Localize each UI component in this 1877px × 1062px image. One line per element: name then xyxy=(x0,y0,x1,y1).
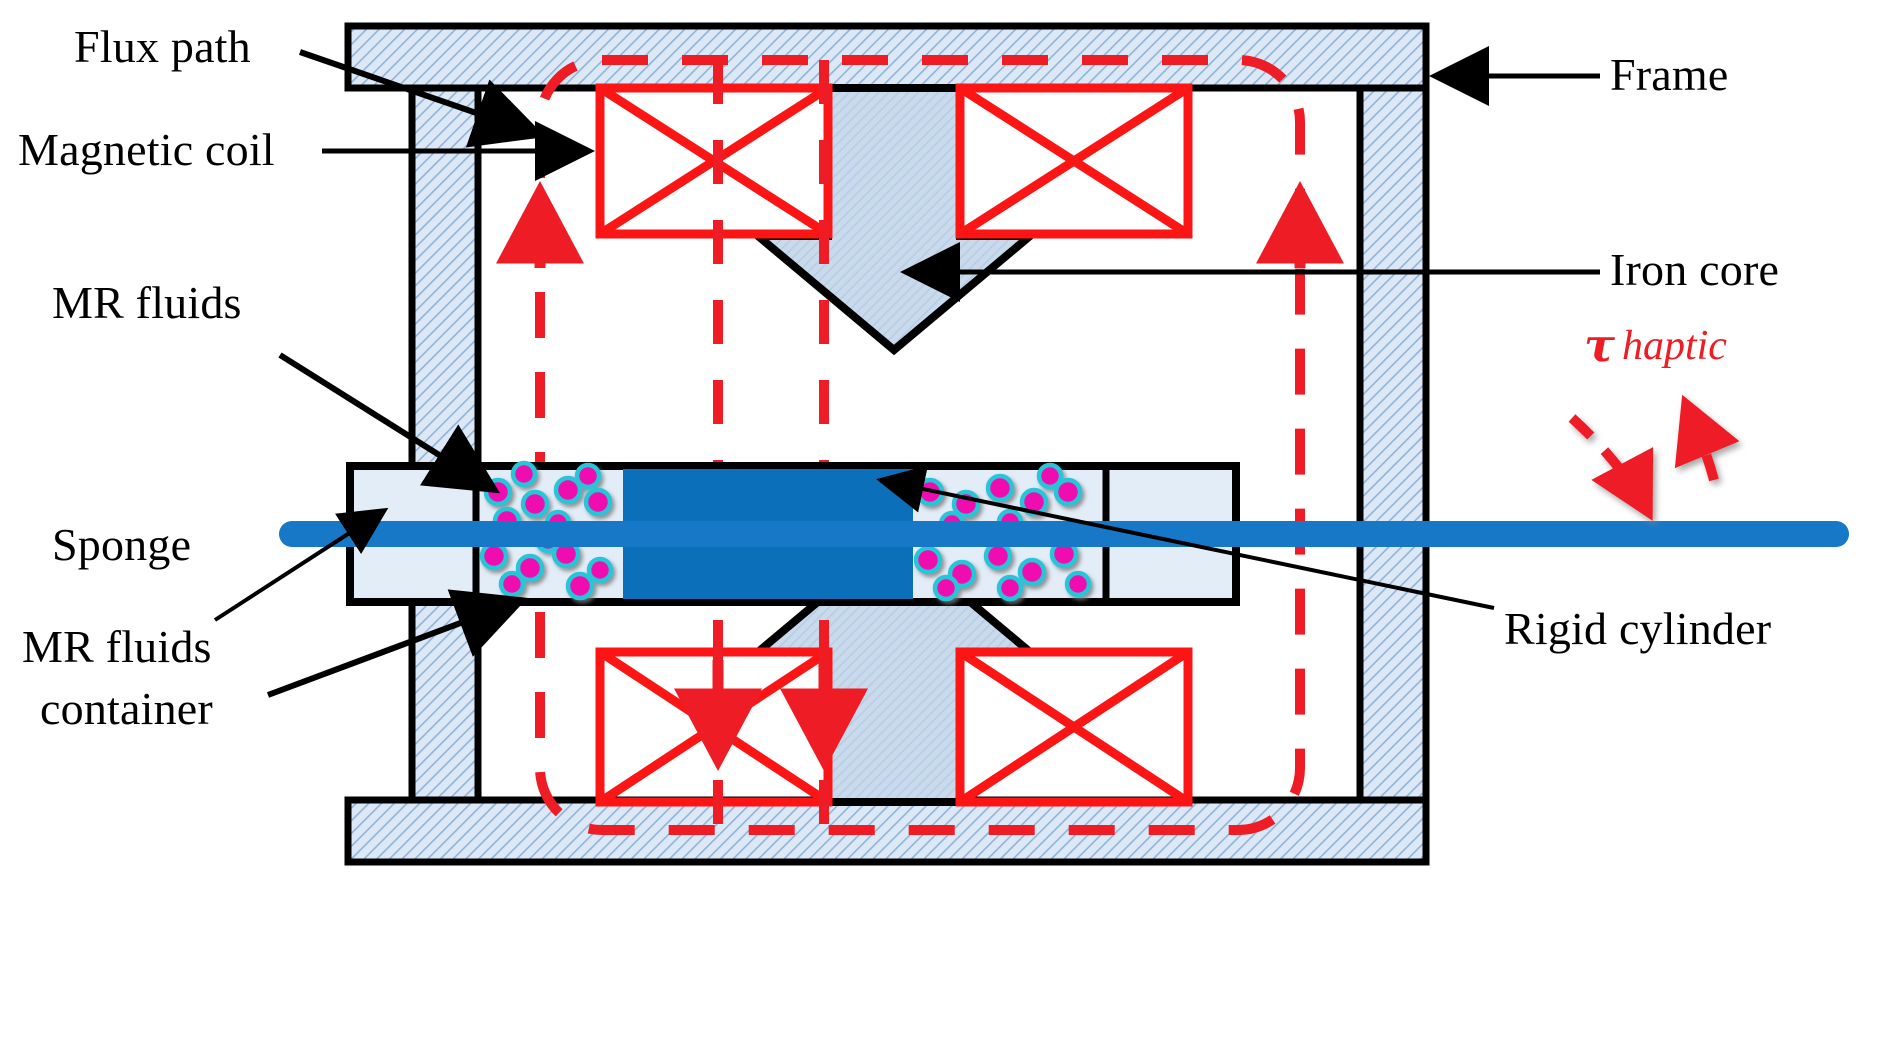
coil-top-right xyxy=(955,83,1193,239)
flux-path-group xyxy=(496,55,1344,835)
frame-bottom-bar xyxy=(344,796,1430,866)
label-rigid-cylinder: Rigid cylinder xyxy=(1504,603,1772,654)
leader-mr-fluids-container xyxy=(266,589,528,698)
frame-right-column xyxy=(1356,84,1430,804)
label-mr-fluids-container-line2: container xyxy=(40,683,213,734)
particles-right-lower xyxy=(913,539,1092,602)
coil-bottom-right xyxy=(955,647,1193,807)
label-flux-path: Flux path xyxy=(74,21,251,72)
leader-rigid-cylinder xyxy=(876,465,1495,610)
label-sponge: Sponge xyxy=(52,519,192,570)
label-magnetic-coil: Magnetic coil xyxy=(18,124,275,175)
torque-arc-right xyxy=(1674,394,1740,482)
label-mr-fluids-container-line1: MR fluids xyxy=(22,621,212,672)
flux-loop-outer xyxy=(535,55,1305,835)
tau-subscript: haptic xyxy=(1621,323,1727,369)
torque-arc-left xyxy=(1568,414,1654,521)
label-iron-core: Iron core xyxy=(1610,244,1780,295)
leader-mr-fluids xyxy=(278,352,501,494)
label-frame: Frame xyxy=(1610,49,1729,100)
leader-sponge xyxy=(213,507,389,622)
leader-lines xyxy=(213,46,1600,698)
torque-arc-group xyxy=(1568,394,1740,521)
leader-flux-path xyxy=(299,49,546,148)
tau-glyph: τ xyxy=(1584,318,1615,372)
iron-core-group xyxy=(747,84,1041,806)
particles-left-lower xyxy=(479,526,614,601)
label-mr-fluids: MR fluids xyxy=(52,277,242,328)
